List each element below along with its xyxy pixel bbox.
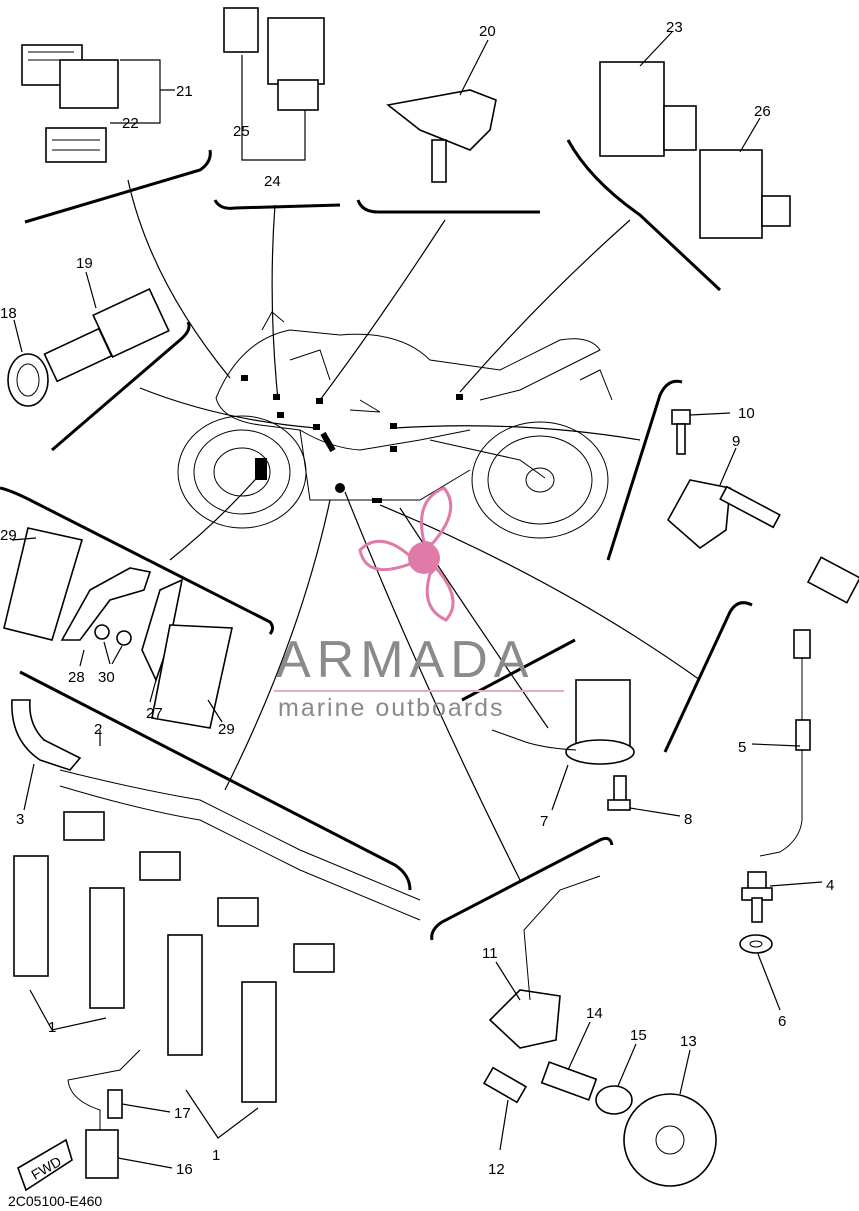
- callout-27: 27: [146, 705, 163, 722]
- reflector-29: [3, 527, 84, 641]
- sensor-7: [491, 679, 635, 765]
- bolt-14: [540, 1061, 598, 1101]
- callout-15: 15: [630, 1027, 647, 1044]
- bolt-17: [107, 1089, 123, 1119]
- callout-12: 12: [488, 1161, 505, 1178]
- bolt-12: [482, 1066, 528, 1104]
- bolt-10: [671, 409, 691, 455]
- bracket-27: [141, 578, 184, 683]
- sensor-20: [386, 89, 497, 183]
- callout-3: 3: [16, 811, 24, 828]
- relay-24: [267, 17, 325, 111]
- callout-1-right: 1: [212, 1147, 220, 1164]
- watermark-tagline: marine outboards: [278, 694, 505, 722]
- sensor-19: [43, 287, 170, 383]
- callout-26: 26: [754, 103, 771, 120]
- callout-24: 24: [264, 173, 281, 190]
- callout-13: 13: [680, 1033, 697, 1050]
- bracket-28: [60, 567, 152, 641]
- cable-5: [759, 629, 811, 857]
- callout-18: 18: [0, 305, 17, 322]
- unit-26: [699, 149, 791, 239]
- callout-19: 19: [76, 255, 93, 272]
- gear-13: [623, 1093, 717, 1187]
- callout-2: 2: [94, 721, 102, 738]
- callout-29-left: 29: [0, 527, 17, 544]
- callout-7: 7: [540, 813, 548, 830]
- watermark-rule: [274, 690, 564, 692]
- ignition-coils-1: [13, 855, 277, 1103]
- ecu-23: [599, 61, 697, 157]
- fwd-arrow: [17, 1138, 73, 1192]
- leader-lines: [127, 179, 701, 881]
- callout-labels: 21 22 25 24 20 23 26 19 18 10 9 29 28 30…: [0, 19, 834, 1178]
- callout-11: 11: [482, 945, 498, 962]
- callout-9: 9: [732, 433, 740, 450]
- gasket-18: [7, 353, 49, 407]
- sensor-9: [666, 479, 859, 604]
- sensor-16: [67, 1049, 141, 1179]
- washer-6: [739, 934, 773, 954]
- clamp-3: [11, 699, 82, 771]
- callout-10: 10: [738, 405, 755, 422]
- callout-14: 14: [586, 1005, 603, 1022]
- connector-22: [45, 127, 107, 163]
- callout-8: 8: [684, 811, 692, 828]
- callout-5: 5: [738, 739, 746, 756]
- sensor-11: [488, 875, 601, 1049]
- wire-harness-2: [59, 769, 421, 973]
- relay-25: [223, 7, 259, 53]
- motorcycle: [177, 311, 613, 539]
- callout-4: 4: [826, 877, 834, 894]
- reflector-29b: [151, 624, 233, 729]
- callout-28: 28: [68, 669, 85, 686]
- watermark: ARMADA marine outboards: [270, 480, 590, 730]
- washer-30: [94, 624, 132, 646]
- callout-17: 17: [174, 1105, 191, 1122]
- callout-25: 25: [233, 123, 250, 140]
- switch-4: [741, 871, 773, 923]
- diagram-code: 2C05100-E460: [8, 1193, 102, 1209]
- propeller-logo: [358, 486, 455, 622]
- callout-20: 20: [479, 23, 496, 40]
- callout-30: 30: [98, 669, 115, 686]
- callout-16: 16: [176, 1161, 193, 1178]
- watermark-brand: ARMADA: [276, 631, 535, 689]
- bolt-8: [607, 775, 631, 811]
- callout-1-left: 1: [48, 1019, 56, 1036]
- callout-6: 6: [778, 1013, 786, 1030]
- callout-22: 22: [122, 115, 139, 132]
- connector-21: [21, 44, 119, 109]
- callout-23: 23: [666, 19, 683, 36]
- washer-15: [595, 1085, 633, 1115]
- callout-21: 21: [176, 83, 193, 100]
- callout-29-right: 29: [218, 721, 235, 738]
